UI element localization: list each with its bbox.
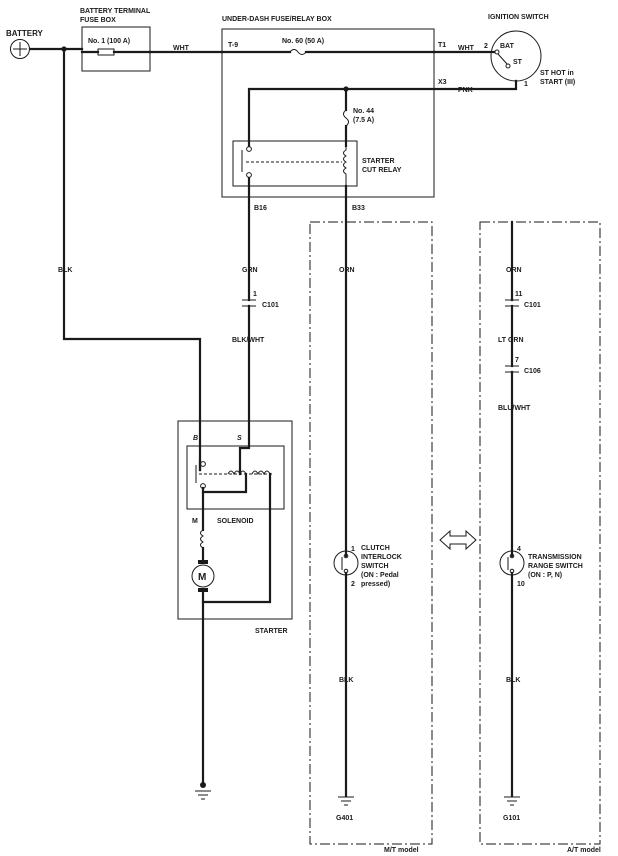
underdash-box-label: UNDER-DASH FUSE/RELAY BOX bbox=[222, 16, 332, 23]
starter-m-terminal-label: M bbox=[192, 518, 198, 525]
wire-wht-label-b: WHT bbox=[458, 45, 475, 52]
mt-model-box bbox=[309, 221, 433, 845]
wire-wht-label-a: WHT bbox=[173, 45, 190, 52]
field-coil bbox=[200, 529, 204, 549]
blk-battery-to-starter-wire bbox=[62, 47, 202, 472]
ign-st-label: ST bbox=[513, 59, 523, 66]
wire-blk-mt-label: BLK bbox=[339, 677, 353, 684]
fuse-no44-symbol bbox=[343, 109, 349, 127]
motor-label: M bbox=[198, 572, 206, 583]
starter-ground-symbol bbox=[195, 790, 211, 800]
wire-blk-wht-label: BLK/WHT bbox=[232, 337, 265, 344]
clutch-label-line1: CLUTCH bbox=[361, 545, 390, 552]
clutch-label-line4: (ON : Pedal bbox=[361, 572, 399, 579]
c106-label: C106 bbox=[524, 368, 541, 375]
c101-right-pin: 11 bbox=[515, 291, 523, 298]
at-model-box bbox=[479, 221, 601, 845]
c101-left-pin: 1 bbox=[253, 291, 257, 298]
wire-ltgrn-label: LT GRN bbox=[498, 337, 524, 344]
wire-grn-label: GRN bbox=[242, 267, 258, 274]
trs-pin10-label: 10 bbox=[517, 581, 525, 588]
ignition-contacts bbox=[494, 49, 511, 69]
clutch-pin2-label: 2 bbox=[351, 581, 355, 588]
model-alternative-arrow bbox=[439, 529, 477, 551]
wire-blu-wht-label: BLU/WHT bbox=[498, 405, 531, 412]
trs-label-line3: (ON : P, N) bbox=[528, 572, 562, 579]
battery-symbol bbox=[10, 39, 30, 59]
g401-label: G401 bbox=[336, 815, 353, 822]
wire-blk-at-label: BLK bbox=[506, 677, 520, 684]
st-hot-label-line1: ST HOT in bbox=[540, 70, 574, 77]
fuse-no60-label: No. 60 (50 A) bbox=[282, 38, 324, 45]
term-x3-label: X3 bbox=[438, 79, 447, 86]
c106-pin: 7 bbox=[515, 357, 519, 364]
term-t1-label: T1 bbox=[438, 42, 446, 49]
trs-pin4-label: 4 bbox=[517, 546, 521, 553]
underdash-fuse-relay-box bbox=[221, 28, 435, 198]
clutch-label-line3: SWITCH bbox=[361, 563, 389, 570]
clutch-label-line2: INTERLOCK bbox=[361, 554, 402, 561]
solenoid-coils bbox=[227, 470, 271, 476]
ign-pin1-label: 1 bbox=[524, 81, 528, 88]
pnk-wire bbox=[247, 79, 518, 148]
fuse44-label-line1: No. 44 bbox=[353, 108, 374, 115]
motor-symbol bbox=[191, 560, 215, 592]
battery-fuse-box-label-line2: FUSE BOX bbox=[80, 17, 116, 24]
st-hot-label-line2: START (III) bbox=[540, 79, 575, 86]
battery-label: BATTERY bbox=[6, 29, 44, 38]
term-b33-label: B33 bbox=[352, 205, 365, 212]
clutch-label-line5: pressed) bbox=[361, 581, 390, 588]
relay-label-line2: CUT RELAY bbox=[362, 167, 402, 174]
starter-cut-relay-box bbox=[232, 140, 358, 187]
c101-right-label: C101 bbox=[524, 302, 541, 309]
trs-label-line2: RANGE SWITCH bbox=[528, 563, 583, 570]
clutch-pin1-label: 1 bbox=[351, 546, 355, 553]
wire-orn-at-label: ORN bbox=[506, 267, 522, 274]
term-t9-label: T-9 bbox=[228, 42, 238, 49]
mt-model-label: M/T model bbox=[384, 847, 419, 854]
battery-terminal-fuse-box bbox=[81, 26, 151, 72]
term-b16-label: B16 bbox=[254, 205, 267, 212]
g101-label: G101 bbox=[503, 815, 520, 822]
ignition-switch-label: IGNITION SWITCH bbox=[488, 14, 549, 21]
battery-fuse-box-label-line1: BATTERY TERMINAL bbox=[80, 8, 151, 15]
fuse44-label-line2: (7.5 A) bbox=[353, 117, 374, 124]
trs-label-line1: TRANSMISSION bbox=[528, 554, 582, 561]
solenoid-box bbox=[186, 445, 285, 510]
starter-box bbox=[177, 420, 293, 620]
wire-pnk-label: PNK bbox=[458, 87, 473, 94]
relay-coil bbox=[343, 146, 347, 186]
wire-orn-mt-label: ORN bbox=[339, 267, 355, 274]
blk-wht-wire bbox=[238, 304, 251, 472]
c101-left-label: C101 bbox=[262, 302, 279, 309]
ign-pin2-label: 2 bbox=[484, 43, 488, 50]
solenoid-label: SOLENOID bbox=[217, 518, 254, 525]
g401-ground-symbol bbox=[338, 796, 354, 806]
at-model-label: A/T model bbox=[567, 847, 601, 854]
fuse-no60-symbol bbox=[220, 49, 436, 55]
g101-ground-symbol bbox=[504, 796, 520, 806]
wire-blk-left-label: BLK bbox=[58, 267, 72, 274]
starter-label: STARTER bbox=[255, 628, 288, 635]
ignition-switch-symbol bbox=[490, 30, 542, 82]
fuse-no1-label: No. 1 (100 A) bbox=[88, 38, 130, 45]
relay-label-line1: STARTER bbox=[362, 158, 395, 165]
starter-s-terminal-label: S bbox=[237, 435, 242, 442]
solenoid-internal-wiring bbox=[201, 472, 272, 604]
starter-b-terminal-label: B bbox=[193, 435, 198, 442]
ign-bat-label: BAT bbox=[500, 43, 515, 50]
fuse-no1-symbol bbox=[80, 48, 152, 56]
